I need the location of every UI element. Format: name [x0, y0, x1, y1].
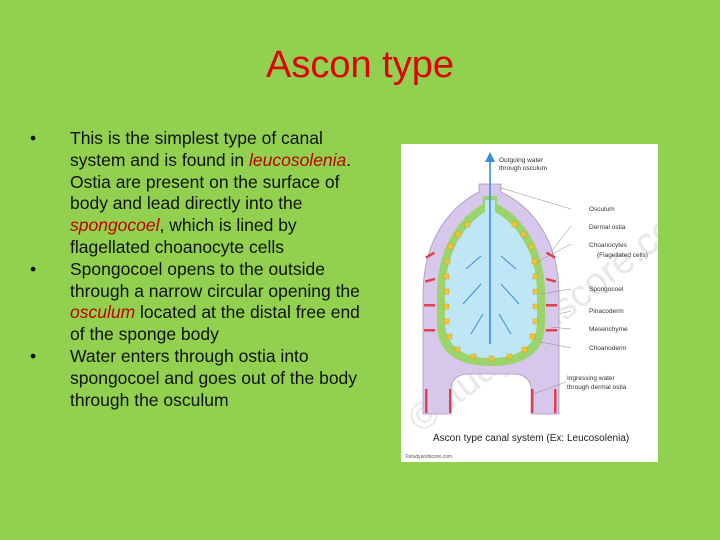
bullet-text: This is the simplest type of canal syste…: [70, 128, 323, 170]
bullet-text: Water enters through ostia into spongoco…: [70, 345, 358, 410]
bullet-dot: •: [30, 128, 37, 148]
bullet-text: , which is lined by flagellated choanocy…: [70, 215, 297, 257]
bullet-text: located at the distal free end of the sp…: [70, 302, 360, 345]
label-ingressing-water: Ingressing water: [567, 375, 616, 382]
bullet-text: . Ostia are present on the surface of bo…: [70, 149, 352, 214]
label-pinacoderm: Pinacoderm: [589, 308, 624, 315]
label-mesenchyme: Mesenchyme: [589, 326, 628, 333]
term-spongocoel: spongocoel: [70, 215, 160, 236]
label-spongocoel: Spongocoel: [589, 286, 624, 293]
label-dermal-ostia: Dermal ostia: [589, 224, 626, 231]
label-choanoderm: Choanoderm: [589, 345, 627, 352]
label-flagellated-cells: (Flagellated cells): [597, 252, 648, 259]
outgoing-arrow-head: [485, 152, 495, 162]
label-outgoing-water: Outgoing water: [499, 157, 544, 164]
bullet-item: • This is the simplest type of canal sys…: [30, 128, 360, 259]
label-osculum: Osculum: [589, 206, 615, 213]
bullet-text: Spongocoel opens to the outside through …: [70, 258, 360, 301]
term-osculum: osculum: [70, 302, 136, 323]
bullet-dot: •: [30, 345, 37, 366]
label-choanocytes: Choanocytes: [589, 242, 628, 249]
ascon-diagram-svg: ©studyandscore.com: [401, 152, 658, 460]
water-flow-arrows: [462, 160, 520, 344]
figure-source: ©studyandscore.com: [405, 453, 452, 460]
term-leucosolenia: leucosolenia: [248, 149, 347, 170]
dermal-ostia: [424, 251, 557, 413]
bullet-item: • Water enters through ostia into spongo…: [30, 346, 360, 411]
choanocyte-cells: [443, 221, 539, 362]
figure-caption: Ascon type canal system (Ex: Leucosoleni…: [433, 433, 629, 444]
bullet-list: • This is the simplest type of canal sys…: [30, 128, 360, 411]
bullet-dot: •: [30, 258, 37, 279]
label-through-osculum: through osculum: [499, 165, 547, 172]
spongocoel-cavity: [445, 200, 537, 358]
leader-lines: [500, 187, 572, 395]
bullet-item: • Spongocoel opens to the outside throug…: [30, 259, 360, 346]
slide-title: Ascon type: [266, 44, 454, 86]
ascon-diagram: ©studyandscore.com: [401, 144, 658, 462]
label-through-dermal-ostia: through dermal ostia: [567, 384, 627, 391]
